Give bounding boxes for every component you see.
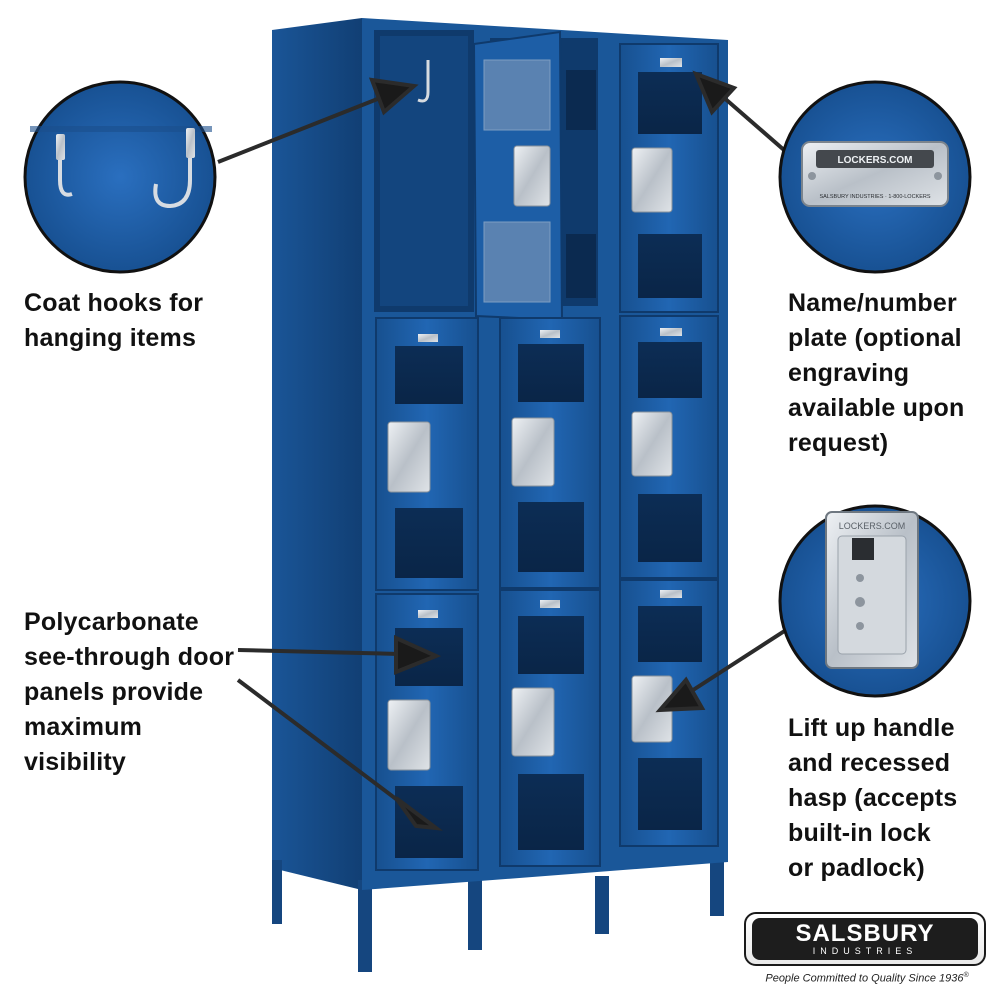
locker-leg	[358, 880, 372, 972]
arrow-head-icon	[655, 676, 706, 713]
recessed-handle	[387, 699, 431, 771]
coat-hooks-caption: Coat hooks for hanging items	[24, 289, 204, 352]
polycarbonate-caption: Polycarbonate see-through door panels pr…	[24, 608, 235, 776]
lift-handle-caption: Lift up handle and recessed hasp (accept…	[788, 714, 958, 882]
see-through-panel	[638, 72, 702, 134]
coat-hook-icon	[58, 140, 73, 197]
arrow-line	[217, 96, 381, 164]
see-through-panel	[638, 606, 702, 662]
number-plate	[418, 334, 438, 342]
locker-column-2	[472, 30, 601, 867]
salsbury-logo: SALSBURY INDUSTRIES People Committed to …	[744, 912, 990, 985]
locker-column-1	[374, 30, 479, 871]
see-through-panel	[395, 508, 463, 578]
plate-main-text: LOCKERS.COM	[838, 155, 913, 166]
arrow-line	[236, 678, 410, 810]
hook-mount	[186, 128, 195, 158]
number-plate	[540, 330, 560, 338]
see-through-panel	[638, 234, 702, 298]
see-through-panel	[638, 758, 702, 830]
see-through-panel	[483, 221, 551, 303]
detail-circle-coat-hooks	[23, 80, 217, 274]
number-plate	[660, 58, 682, 67]
hook-mount	[56, 134, 65, 160]
number-plate	[418, 610, 438, 618]
arrow-head-icon	[394, 796, 443, 831]
logo-brand-text: SALSBURY	[795, 919, 935, 947]
callout-arrows	[217, 70, 788, 831]
see-through-panel	[638, 494, 702, 562]
number-plate	[540, 600, 560, 608]
shelf-edge	[30, 126, 212, 132]
plate-rivet	[808, 172, 816, 180]
number-plate	[660, 328, 682, 336]
name-plate-caption: Name/number plate (optional engraving av…	[788, 289, 965, 457]
hasp-hole	[856, 574, 864, 582]
see-through-panel	[518, 774, 584, 850]
see-through-panel	[518, 616, 584, 674]
see-through-panel	[395, 346, 463, 404]
registered-mark: ®	[963, 972, 969, 979]
recessed-handle	[631, 411, 673, 477]
detail-circle-lift-handle: LOCKERS.COM	[778, 504, 972, 698]
arrow-line	[720, 94, 786, 152]
arrow-line	[237, 648, 401, 656]
arrow-line	[688, 628, 788, 694]
recessed-handle	[511, 417, 555, 487]
recessed-handle	[513, 145, 551, 207]
tagline-text: People Committed to Quality Since 1936	[765, 972, 964, 985]
locker-leg	[710, 860, 724, 916]
recessed-handle	[631, 147, 673, 213]
logo-tagline: People Committed to Quality Since 1936®	[744, 972, 990, 985]
arrow-head-icon	[394, 634, 442, 675]
logo-inner: SALSBURY INDUSTRIES	[752, 918, 978, 960]
coat-hook-icon	[417, 60, 430, 103]
locker-leg	[468, 880, 482, 950]
see-through-panel	[483, 59, 551, 131]
locker-column-3	[619, 43, 719, 847]
arrow-head-icon	[368, 77, 419, 116]
recessed-handle	[387, 421, 431, 493]
number-plate	[660, 590, 682, 598]
handle-stamp-text: LOCKERS.COM	[839, 521, 906, 531]
locker-leg	[595, 876, 609, 934]
logo-sub-text: INDUSTRIES	[812, 945, 918, 956]
detail-circle-name-plate: LOCKERS.COM SALSBURY INDUSTRIES · 1-800-…	[778, 80, 972, 274]
lift-handle-lever	[852, 538, 874, 560]
arrow-head-icon	[692, 70, 738, 116]
logo-frame: SALSBURY INDUSTRIES	[744, 912, 986, 966]
recessed-handle	[511, 687, 555, 757]
see-through-panel	[518, 344, 584, 402]
plate-small-text: SALSBURY INDUSTRIES · 1-800-LOCKERS	[819, 194, 930, 200]
hasp-hole	[855, 597, 865, 607]
locker-leg	[272, 860, 282, 924]
handle-recess	[837, 535, 907, 655]
locker-side-panel	[272, 18, 362, 890]
see-through-panel	[638, 342, 702, 398]
zoom-circle	[23, 80, 217, 274]
compartment-shadow	[566, 234, 596, 298]
hasp-hole	[856, 622, 864, 630]
plate-rivet	[934, 172, 942, 180]
compartment-back-wall	[380, 36, 468, 306]
see-through-panel	[518, 502, 584, 572]
coat-hook-icon	[153, 132, 192, 209]
plate-label-bar	[816, 150, 934, 168]
compartment-shadow	[566, 70, 596, 130]
